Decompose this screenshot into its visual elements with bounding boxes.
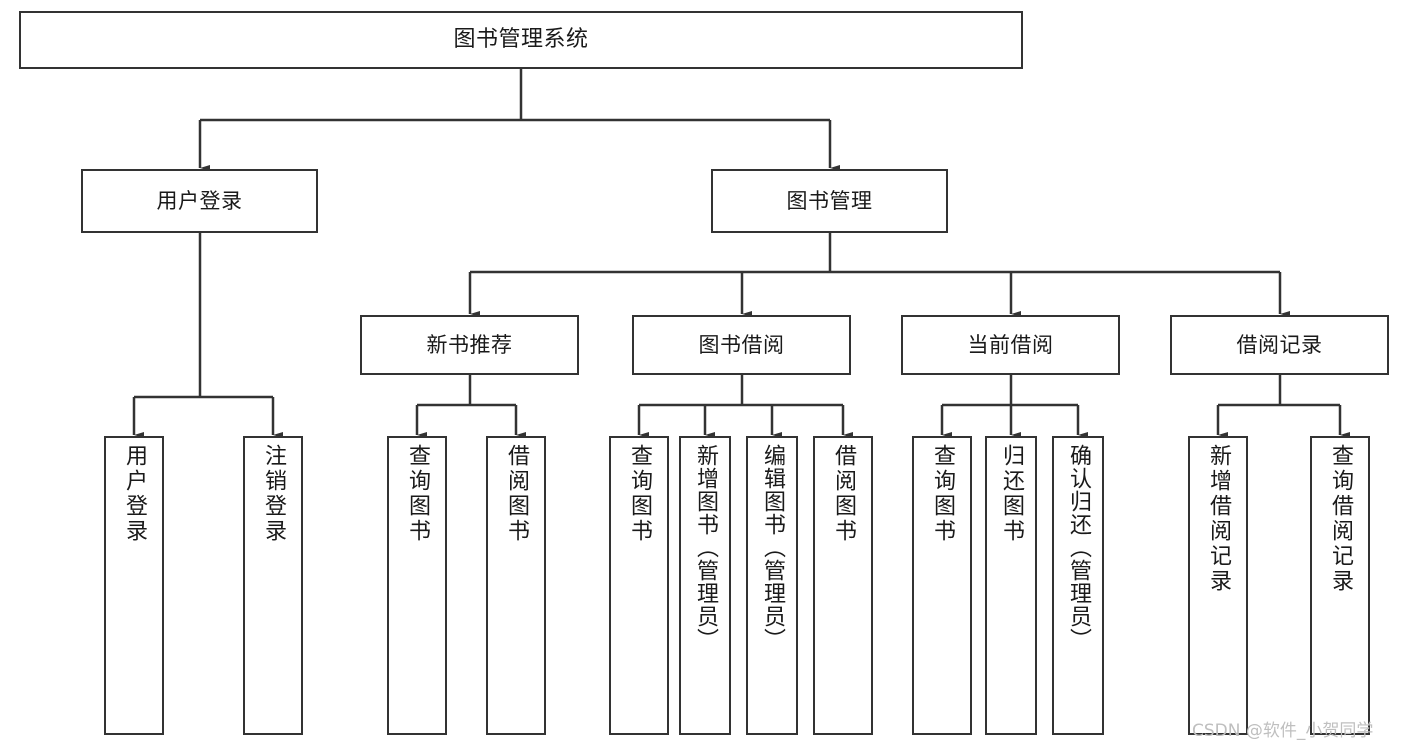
- node-label: 编辑图书（管理员）: [760, 444, 785, 651]
- node-leaf_5[interactable]: 新增图书（管理员）: [679, 436, 731, 735]
- node-label: 用户登录: [156, 188, 243, 213]
- node-leaf_7[interactable]: 借阅图书: [813, 436, 873, 735]
- node-label: 图书借阅: [698, 332, 785, 357]
- node-root[interactable]: 图书管理系统: [19, 11, 1023, 69]
- node-leaf_3[interactable]: 借阅图书: [486, 436, 546, 735]
- node-label: 当前借阅: [967, 332, 1054, 357]
- node-label: 查询图书: [405, 444, 430, 544]
- node-leaf_1[interactable]: 注销登录: [243, 436, 303, 735]
- node-leaf_2[interactable]: 查询图书: [387, 436, 447, 735]
- node-l3_3[interactable]: 借阅记录: [1170, 315, 1389, 375]
- node-leaf_10[interactable]: 确认归还（管理员）: [1052, 436, 1104, 735]
- node-label: 用户登录: [122, 444, 147, 544]
- node-label: 图书管理系统: [453, 27, 589, 53]
- node-label: 归还图书: [999, 444, 1024, 544]
- watermark-text: CSDN @软件_小贺同学: [1192, 721, 1374, 741]
- node-label: 注销登录: [261, 444, 286, 544]
- node-leaf_4[interactable]: 查询图书: [609, 436, 669, 735]
- node-l2_1[interactable]: 图书管理: [711, 169, 948, 233]
- node-leaf_8[interactable]: 查询图书: [912, 436, 972, 735]
- node-label: 新增借阅记录: [1206, 444, 1231, 594]
- node-l3_2[interactable]: 当前借阅: [901, 315, 1120, 375]
- node-label: 查询图书: [627, 444, 652, 544]
- node-label: 确认归还（管理员）: [1066, 444, 1091, 651]
- node-label: 新书推荐: [426, 332, 513, 357]
- node-label: 查询图书: [930, 444, 955, 544]
- node-l3_1[interactable]: 图书借阅: [632, 315, 851, 375]
- node-leaf_12[interactable]: 查询借阅记录: [1310, 436, 1370, 735]
- node-label: 借阅记录: [1236, 332, 1323, 357]
- node-label: 借阅图书: [504, 444, 529, 544]
- node-leaf_0[interactable]: 用户登录: [104, 436, 164, 735]
- node-label: 查询借阅记录: [1328, 444, 1353, 594]
- node-label: 图书管理: [786, 188, 873, 213]
- node-leaf_11[interactable]: 新增借阅记录: [1188, 436, 1248, 735]
- connector-lines: [132, 69, 1350, 438]
- node-label: 借阅图书: [831, 444, 856, 544]
- node-label: 新增图书（管理员）: [693, 444, 718, 651]
- node-l2_0[interactable]: 用户登录: [81, 169, 318, 233]
- node-l3_0[interactable]: 新书推荐: [360, 315, 579, 375]
- node-leaf_9[interactable]: 归还图书: [985, 436, 1037, 735]
- node-leaf_6[interactable]: 编辑图书（管理员）: [746, 436, 798, 735]
